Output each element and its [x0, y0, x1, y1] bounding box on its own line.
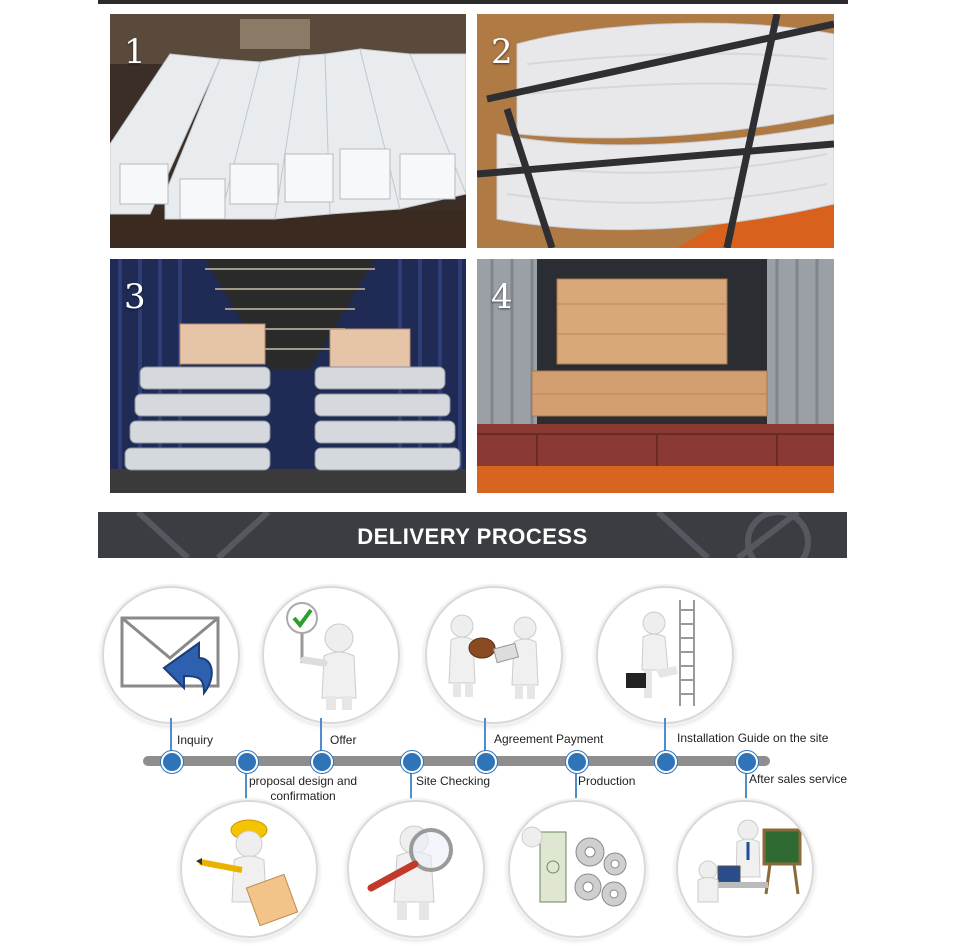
- timeline-dot-agreement-payment[interactable]: [475, 751, 497, 773]
- timeline-dot-proposal[interactable]: [236, 751, 258, 773]
- handshake-icon: [448, 614, 539, 699]
- step-label-inquiry: Inquiry: [177, 733, 214, 747]
- designer-icon: [196, 819, 299, 927]
- ladder-climb-icon: [626, 600, 695, 706]
- step-label-installation: Installation Guide on the site: [677, 731, 829, 745]
- step-label-offer: Offer: [330, 733, 357, 747]
- connector: [484, 718, 486, 762]
- connector: [245, 762, 247, 802]
- agreement-payment-circle: [425, 586, 563, 724]
- approval-sign-icon: [286, 602, 357, 710]
- envelope-icon: [120, 616, 220, 696]
- step-label-proposal: proposal design and confirmation: [249, 774, 358, 803]
- proposal-design-circle: [180, 800, 318, 938]
- packing-photo-2: 2: [477, 14, 834, 248]
- production-circle: [508, 800, 646, 938]
- timeline-dot-site-checking[interactable]: [401, 751, 423, 773]
- delivery-process-banner: DELIVERY PROCESS: [98, 512, 847, 558]
- packing-photo-3: 3: [110, 259, 466, 493]
- packing-photo-1: 1: [110, 14, 466, 248]
- step-label-production: Production: [578, 774, 636, 788]
- photo-number: 4: [491, 277, 513, 317]
- photo-number: 2: [491, 32, 513, 72]
- timeline-dot-offer[interactable]: [311, 751, 333, 773]
- timeline-dot-installation[interactable]: [655, 751, 677, 773]
- magnifier-icon: [367, 825, 453, 920]
- timeline-dot-production[interactable]: [566, 751, 588, 773]
- inquiry-circle: [102, 586, 240, 724]
- gears-money-icon: [521, 826, 627, 907]
- installation-guide-circle: [596, 586, 734, 724]
- site-checking-circle: [347, 800, 485, 938]
- top-divider: [98, 0, 848, 4]
- after-sales-circle: [676, 800, 814, 938]
- connector: [320, 718, 322, 762]
- photo-number: 3: [124, 277, 146, 317]
- packing-photo-4: 4: [477, 259, 834, 493]
- service-desk-icon: [697, 819, 802, 903]
- step-label-site-checking: Site Checking: [416, 774, 491, 788]
- timeline-dot-after-sales[interactable]: [736, 751, 758, 773]
- process-timeline: [143, 756, 770, 766]
- connector: [170, 718, 172, 762]
- timeline-dot-inquiry[interactable]: [161, 751, 183, 773]
- step-label-agreement-payment: Agreement Payment: [494, 732, 604, 746]
- connector: [664, 718, 666, 762]
- connector: [410, 762, 412, 800]
- connector: [575, 762, 577, 800]
- offer-circle: [262, 586, 400, 724]
- connector: [745, 762, 747, 800]
- banner-title: DELIVERY PROCESS: [357, 524, 588, 549]
- step-label-after-sales: After sales service: [749, 772, 848, 786]
- photo-number: 1: [124, 32, 146, 72]
